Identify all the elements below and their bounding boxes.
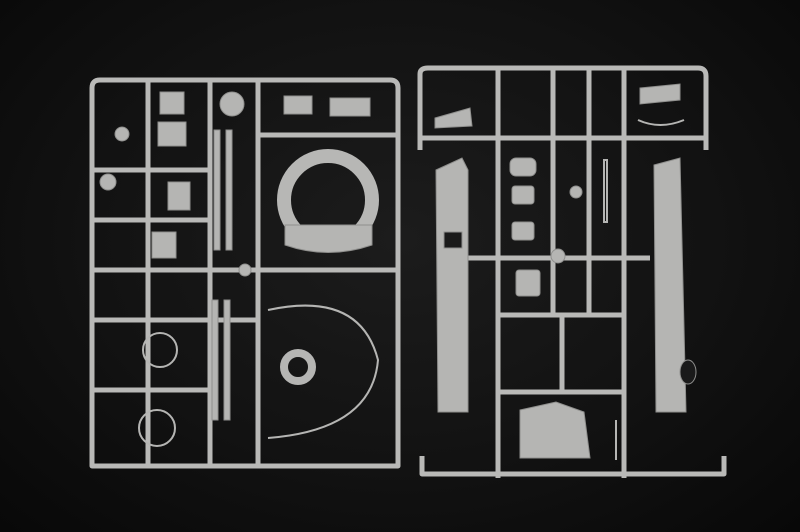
left-sprue: [89, 77, 401, 469]
right-sprue: [417, 65, 727, 478]
bottom-plate-part: [519, 401, 591, 459]
